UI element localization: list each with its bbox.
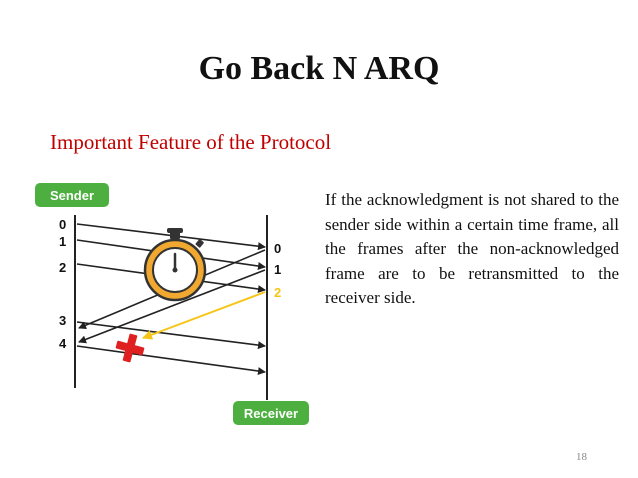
sender-number: 1: [59, 234, 66, 249]
receiver-number: 0: [274, 241, 281, 256]
lost-ack-arrow: [142, 291, 266, 340]
receiver-label: Receiver: [244, 406, 298, 421]
red-cross-icon: [115, 333, 145, 363]
frame-arrow: [76, 345, 266, 376]
sender-number: 0: [59, 217, 66, 232]
ack-arrow: [78, 269, 266, 344]
frame-arrow: [76, 321, 266, 350]
slide-body-text: If the acknowledgment is not shared to t…: [325, 190, 619, 307]
sender-number: 3: [59, 313, 66, 328]
receiver-number: 1: [274, 262, 281, 277]
stopwatch-icon: [143, 228, 207, 302]
slide-title: Go Back N ARQ: [198, 50, 440, 87]
sender-label: Sender: [50, 188, 94, 203]
sender-badge: Sender: [35, 183, 109, 207]
sender-number: 2: [59, 260, 66, 275]
slide-subtitle: Important Feature of the Protocol: [50, 130, 332, 154]
sender-number: 4: [59, 336, 67, 351]
receiver-badge: Receiver: [233, 401, 309, 425]
page-number: 18: [576, 451, 587, 463]
receiver-number-lost: 2: [274, 285, 281, 300]
